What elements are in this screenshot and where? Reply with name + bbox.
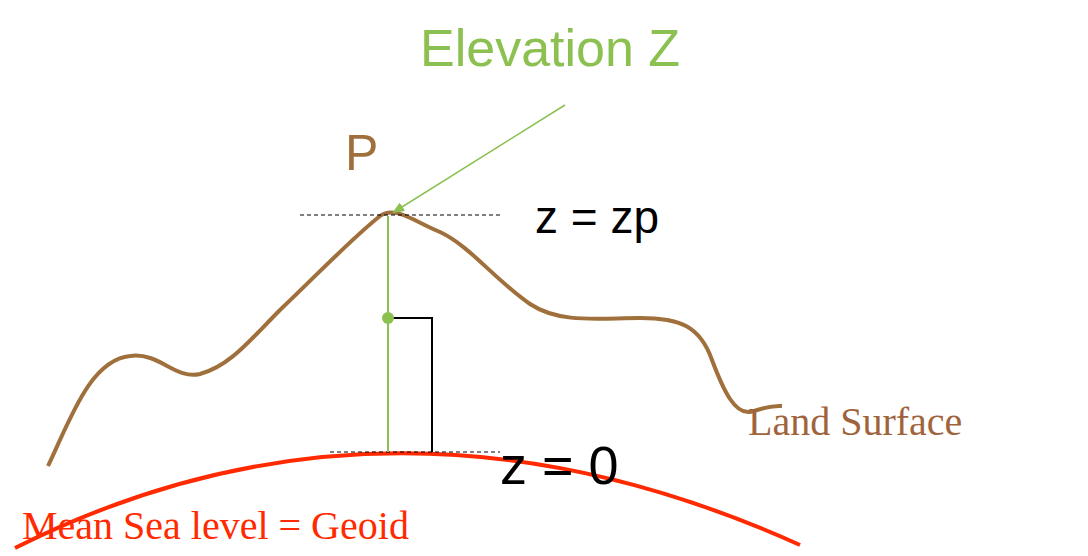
right-angle-mark [388, 318, 432, 452]
geoid-curve [15, 453, 800, 548]
title-label: Elevation Z [420, 22, 680, 74]
level-label: z = zp [535, 194, 659, 240]
land-surface-curve [48, 212, 782, 466]
geoid-label: Mean Sea level = Geoid [22, 506, 409, 546]
elevation-line [387, 216, 389, 452]
foot-point [382, 312, 394, 324]
dashed-level-line [330, 451, 500, 452]
surface-label: Land Surface [748, 402, 962, 442]
point-label: P [345, 128, 378, 178]
dashed-level-line [300, 214, 500, 215]
level-label: z = 0 [500, 438, 619, 492]
